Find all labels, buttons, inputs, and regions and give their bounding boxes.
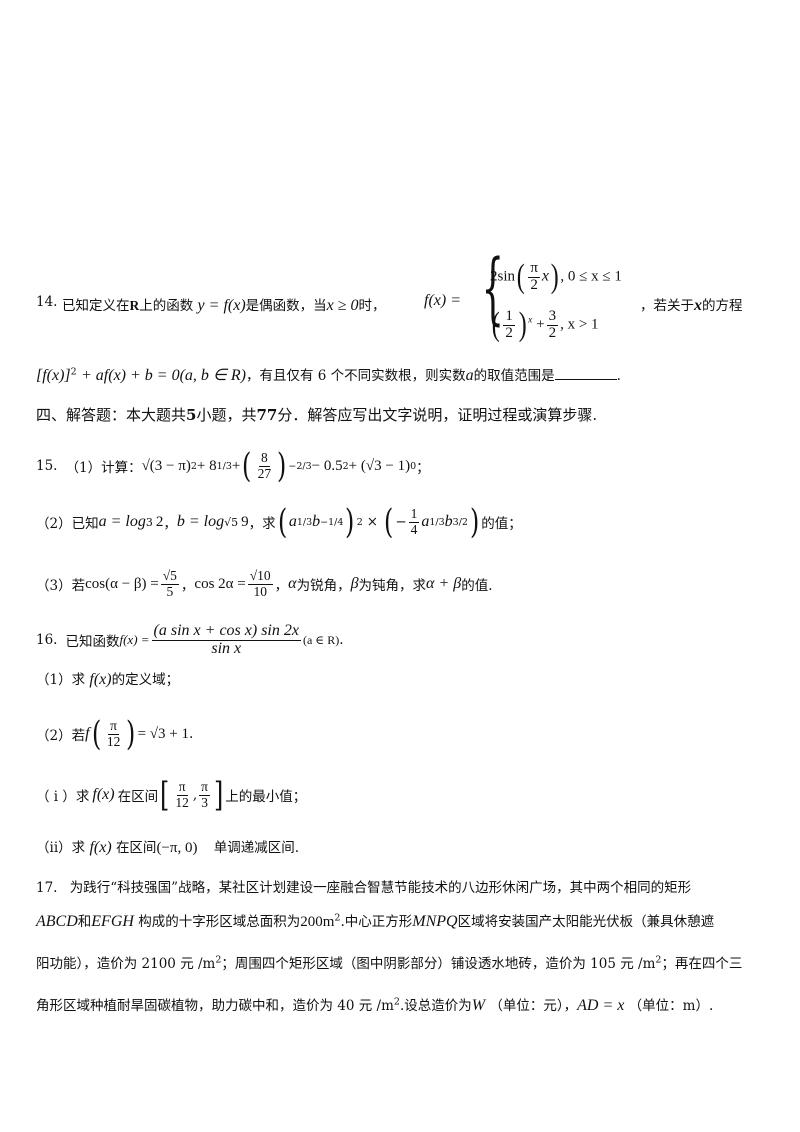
q14-line1: 14. 已知定义在R上的函数 y = f(x)是偶函数，当x ≥ 0时， f(x…: [36, 250, 764, 352]
q14-brace: {: [481, 244, 504, 334]
q16-part-ii: （ii）求 f(x) 在区间(−π, 0) 单调递减区间.: [36, 839, 300, 856]
q16-part1: （1）求 f(x)的定义域；: [36, 671, 180, 688]
q17-line2: ABCD和EFGH 构成的十字形区域总面积为200m2.中心正方形MNPQ区域将…: [36, 912, 715, 931]
q14-tail: ，若关于x的方程: [640, 297, 743, 314]
q16-stem: 16. 已知函数 f(x) = (a sin x + cos x) sin 2x…: [36, 621, 344, 657]
q14-answer-blank[interactable]: [554, 379, 617, 380]
q14-fx: f(x) =: [424, 292, 461, 309]
section4-heading: 四、解答题：本大题共5小题，共77分．解答应写出文字说明，证明过程或演算步骤.: [36, 406, 598, 424]
q17-line1: 17. 为践行“科技强国”战略，某社区计划建设一座融合智慧节能技术的八边形休闲广…: [36, 880, 692, 896]
q14-line2: [f(x)]2 + af(x) + b = 0(a, b ∈ R)，有且仅有 6…: [36, 366, 621, 385]
q14-text: 已知定义在R上的函数 y = f(x)是偶函数，当x ≥ 0时，: [62, 297, 386, 314]
q17-line4: 角形区域种植耐旱固碳植物，助力碳中和，造价为 40 元 /m2.设总造价为W （…: [36, 996, 714, 1015]
q14-number: 14.: [36, 294, 58, 310]
q17-line3: 阳功能），造价为 2100 元 /m2；周围四个矩形区域（图中阴影部分）铺设透水…: [36, 954, 743, 973]
